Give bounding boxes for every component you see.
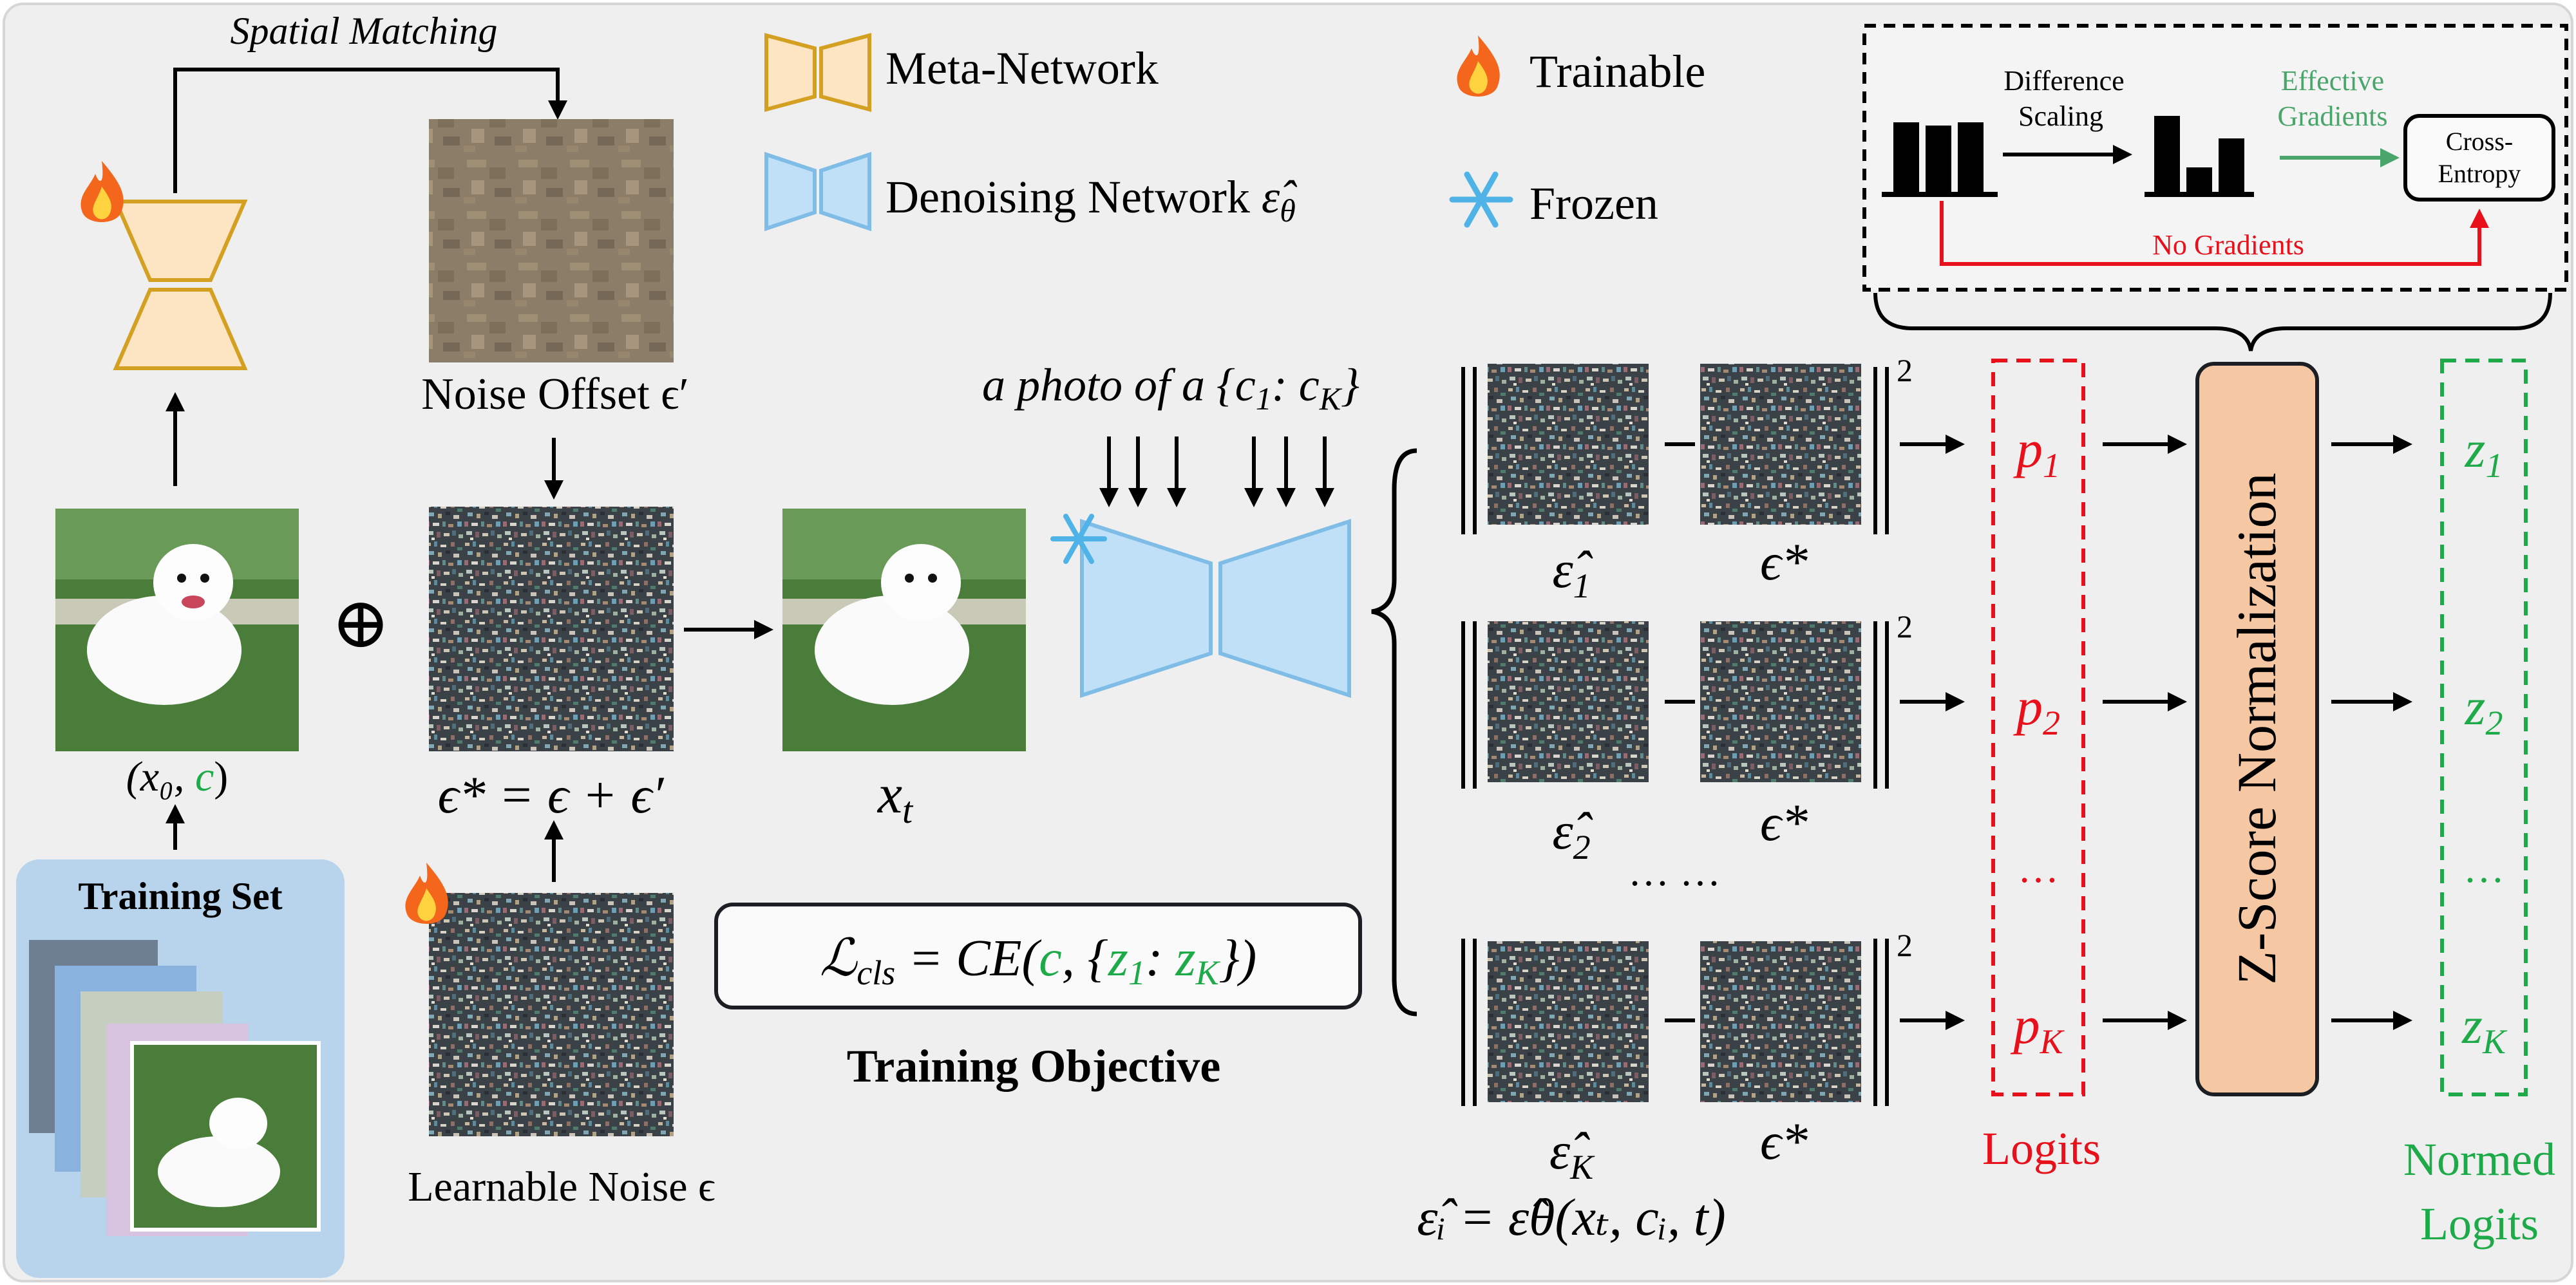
normed-label-line2: Logits [2420, 1198, 2539, 1250]
legend-meta-label: Meta-Network [886, 42, 1159, 94]
loss-box [714, 903, 1362, 1009]
snowflake-icon [1449, 171, 1513, 228]
flame-icon [405, 863, 448, 924]
logit-ellipsis: … [2018, 845, 2059, 891]
inset-brace [1873, 292, 2552, 352]
no-gradients-arrow [1940, 201, 2489, 266]
training-set-title: Training Set [78, 875, 282, 917]
training-set-images [29, 940, 321, 1236]
noise-offset-image [429, 119, 674, 362]
logit-pk: pK [2010, 996, 2065, 1061]
prompt-arrows [1099, 436, 1334, 507]
normed-ellipsis: … [2463, 845, 2505, 891]
eps-hat-1-image [1488, 364, 1649, 525]
learnable-noise-image [429, 893, 674, 1136]
logit-p1: p1 [2013, 420, 2060, 485]
eps-star-1-label: ϵ* [1760, 532, 1808, 591]
branch-brace [1371, 448, 1417, 1017]
cross-entropy-box [2403, 114, 2555, 202]
snowflake-icon [1050, 514, 1107, 564]
row-2: 2 ε̂2 ϵ* … … [1461, 608, 1965, 894]
eps-star-equation: ϵ* = ϵ + ϵ′ [438, 765, 665, 824]
eps-star-2-image [1700, 621, 1861, 782]
legend-trainable-label: Trainable [1530, 46, 1705, 97]
prompt-text: a photo of a {c1: cK} [982, 359, 1359, 417]
oplus-symbol: ⊕ [331, 584, 390, 662]
scaling-label: Scaling [2018, 100, 2103, 132]
input-image [55, 509, 299, 751]
logits-label: Logits [1982, 1123, 2101, 1174]
row-1: 2 ε̂1 ϵ* [1461, 352, 1965, 605]
input-label: (x₀, c) [126, 753, 229, 800]
cross-entropy-line2: Entropy [2438, 159, 2521, 188]
logits-to-zscore-arrows [2103, 435, 2187, 1030]
logit-p2: p2 [2013, 677, 2060, 742]
training-objective-caption: Training Objective [847, 1040, 1221, 1092]
no-gradients-label: No Gradients [2152, 229, 2304, 261]
norm-exponent-1: 2 [1897, 352, 1913, 388]
noise-offset-label: Noise Offset ϵ′ [421, 370, 689, 419]
gradients-label: Gradients [2277, 100, 2387, 132]
spatial-matching-arrow [173, 68, 567, 193]
zscore-label: Z-Score Normalization [2226, 473, 2287, 984]
xt-label: xt [876, 763, 914, 831]
row-k: 2 ε̂K ϵ* [1461, 927, 1965, 1187]
scaled-bars [2145, 116, 2254, 197]
eps-star-2-label: ϵ* [1760, 793, 1808, 852]
eps-hat-2-image [1488, 621, 1649, 782]
effective-label: Effective [2281, 65, 2384, 97]
denoising-network [1080, 518, 1351, 699]
flame-icon [80, 161, 124, 222]
zscore-to-normed-arrows [2331, 435, 2412, 1030]
raw-bars [1882, 122, 1998, 197]
combined-noise-image [429, 507, 674, 751]
learnable-noise-label: Learnable Noise ϵ [408, 1163, 715, 1210]
eps-hat-2-label: ε̂2 [1552, 802, 1593, 867]
eps-star-1-image [1700, 364, 1861, 525]
legend-denoise-label: Denoising Network ε̂θ [886, 171, 1297, 229]
norm-exponent-k: 2 [1897, 927, 1913, 963]
normed-logits-box [2440, 359, 2528, 1096]
cross-entropy-line1: Cross- [2446, 127, 2513, 156]
difference-label: Difference [2003, 65, 2124, 97]
legend-meta-icon [764, 33, 871, 112]
legend-denoise-icon [764, 151, 871, 232]
spatial-matching-label: Spatial Matching [231, 10, 498, 52]
row-ellipsis: … … [1628, 849, 1721, 894]
xt-image [782, 509, 1026, 751]
zscore-box [2195, 362, 2319, 1096]
eps-star-k-label: ϵ* [1760, 1112, 1808, 1170]
eps-hat-k-image [1488, 941, 1649, 1102]
eps-star-k-image [1700, 941, 1861, 1102]
eps-hat-definition: ε̂ᵢ = ε̂θ(xₜ, cᵢ, t) [1417, 1188, 1726, 1246]
loss-equation: ℒcls = CE(c, {z1: zK}) [820, 930, 1257, 992]
normed-zk: zK [2461, 996, 2508, 1061]
normed-z2: z2 [2465, 677, 2503, 742]
meta-network [113, 200, 248, 370]
logits-box [1991, 359, 2085, 1096]
normed-z1: z1 [2465, 420, 2503, 485]
norm-exponent-2: 2 [1897, 608, 1913, 644]
flame-icon [1457, 35, 1500, 97]
legend-frozen-label: Frozen [1530, 178, 1658, 229]
normed-label-line1: Normed [2403, 1134, 2555, 1185]
